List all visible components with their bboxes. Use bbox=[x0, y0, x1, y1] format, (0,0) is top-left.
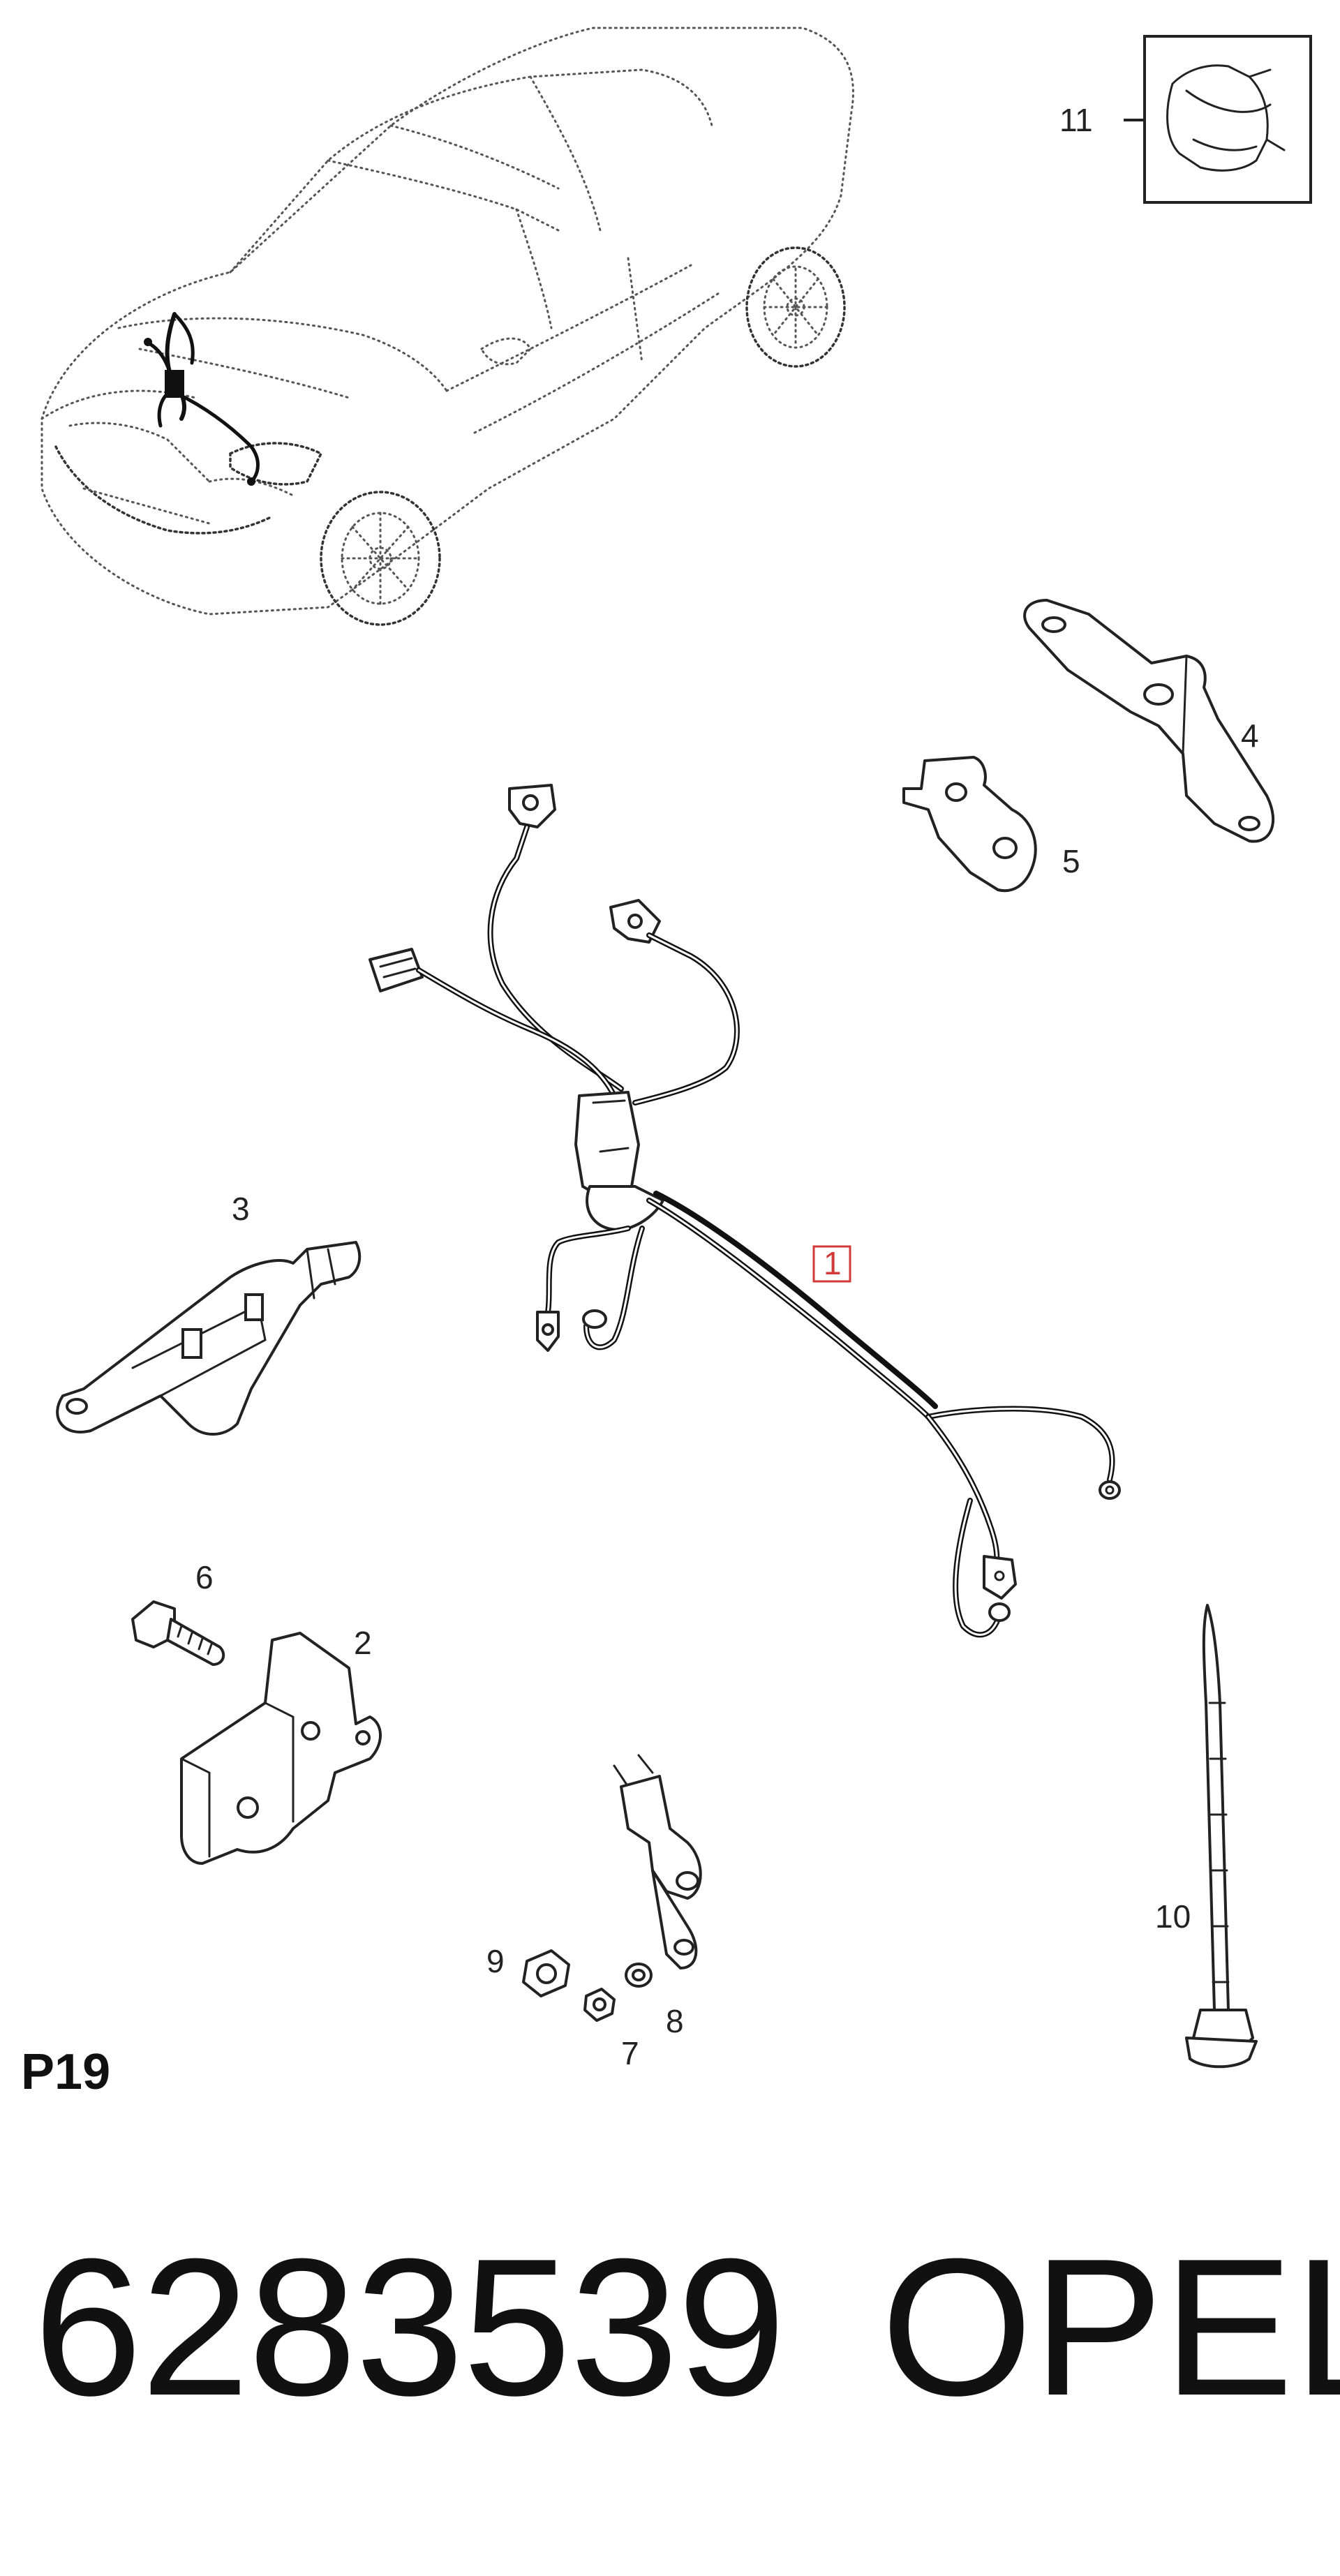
brand-name: OPEL bbox=[881, 2219, 1340, 2436]
callout-7: 7 bbox=[621, 2035, 639, 2071]
callout-4: 4 bbox=[1241, 717, 1259, 754]
part-number: 6283539 bbox=[34, 2219, 786, 2436]
vehicle-outline bbox=[40, 27, 854, 626]
part-2-bracket bbox=[180, 1632, 382, 1865]
part-7-8-9-fasteners bbox=[522, 1754, 702, 2022]
part-10-cable-tie bbox=[1185, 1604, 1258, 2069]
callout-6: 6 bbox=[195, 1559, 214, 1595]
callout-5: 5 bbox=[1062, 843, 1080, 879]
callout-8: 8 bbox=[666, 2003, 684, 2039]
part-5-bracket bbox=[902, 756, 1037, 893]
page-reference-label: P19 bbox=[21, 2044, 111, 2100]
part-1-wiring-harness bbox=[368, 784, 1121, 1638]
callout-3: 3 bbox=[232, 1191, 250, 1227]
callout-10: 10 bbox=[1155, 1898, 1191, 1935]
callout-1: 1 bbox=[824, 1245, 842, 1281]
callout-labels: 1 2 3 4 5 6 7 8 9 10 11 bbox=[195, 102, 1259, 2071]
part-3-bracket bbox=[56, 1241, 362, 1436]
callout-9: 9 bbox=[486, 1943, 505, 1979]
part-11-clip-inset bbox=[1124, 35, 1312, 204]
callout-2: 2 bbox=[354, 1625, 372, 1661]
part-6-bolt bbox=[131, 1600, 225, 1666]
callout-11: 11 bbox=[1059, 102, 1093, 138]
callout-1-box bbox=[812, 1245, 851, 1283]
part-4-bracket bbox=[1023, 599, 1274, 843]
